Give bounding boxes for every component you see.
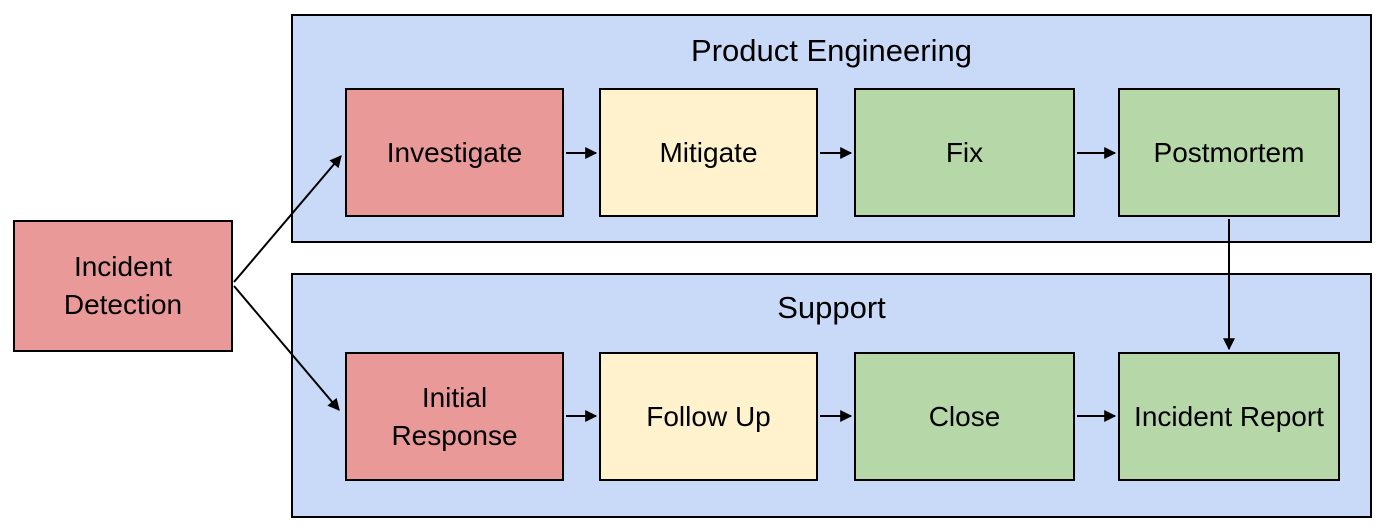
node-incident-report: Incident Report	[1118, 352, 1340, 481]
node-postmortem: Postmortem	[1118, 88, 1340, 217]
node-follow-up-label: Follow Up	[646, 400, 771, 432]
node-close: Close	[854, 352, 1075, 481]
node-incident-detection: Incident Detection	[13, 220, 233, 352]
node-postmortem-label: Postmortem	[1153, 136, 1305, 168]
node-fix: Fix	[854, 88, 1075, 217]
node-fix-label: Fix	[945, 136, 984, 168]
node-mitigate: Mitigate	[599, 88, 818, 217]
node-incident-report-label: Incident Report	[1134, 400, 1324, 432]
node-investigate: Investigate	[345, 88, 564, 217]
node-incident-detection-label: Incident Detection	[63, 251, 183, 320]
lane-product-engineering-title: Product Engineering	[691, 33, 972, 68]
node-initial-response: Initial Response	[345, 352, 564, 481]
node-initial-response-label: Initial Response	[391, 381, 518, 451]
node-close-label: Close	[928, 400, 1001, 432]
lane-support-title: Support	[777, 290, 886, 325]
node-investigate-label: Investigate	[386, 136, 523, 168]
node-follow-up: Follow Up	[599, 352, 818, 481]
node-mitigate-label: Mitigate	[659, 136, 758, 168]
